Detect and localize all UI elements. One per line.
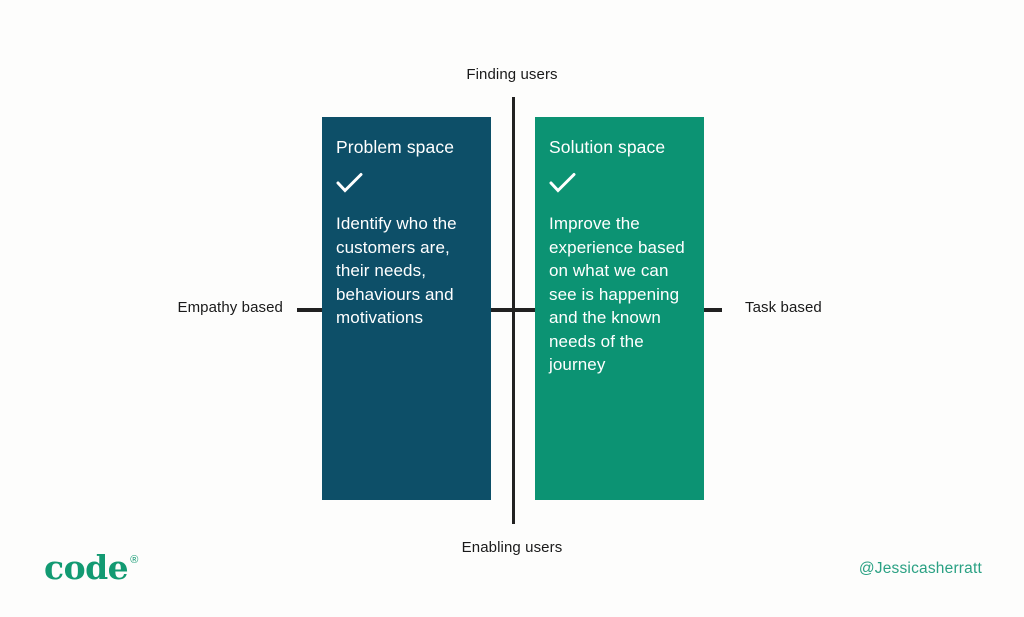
- problem-space-card: Problem space Identify who the customers…: [322, 117, 491, 500]
- horizontal-axis-line: [297, 308, 722, 312]
- axis-label-enabling-users: Enabling users: [461, 539, 563, 556]
- axis-label-empathy-based: Empathy based: [177, 299, 283, 316]
- code-logo: code®: [44, 541, 138, 587]
- axis-label-task-based: Task based: [745, 299, 822, 316]
- solution-space-title: Solution space: [549, 137, 666, 157]
- code-logo-text: code: [44, 548, 129, 587]
- author-handle: @Jessicasherratt: [858, 560, 982, 577]
- solution-space-description: Improve the experience based on what we …: [549, 214, 685, 374]
- checkmark-icon: [336, 172, 478, 194]
- axis-label-finding-users: Finding users: [466, 66, 558, 83]
- solution-space-card: Solution space Improve the experience ba…: [535, 117, 704, 500]
- problem-space-title: Problem space: [336, 137, 455, 157]
- problem-space-description: Identify who the customers are, their ne…: [336, 214, 457, 327]
- registered-mark-icon: ®: [130, 554, 139, 566]
- checkmark-icon: [549, 172, 691, 194]
